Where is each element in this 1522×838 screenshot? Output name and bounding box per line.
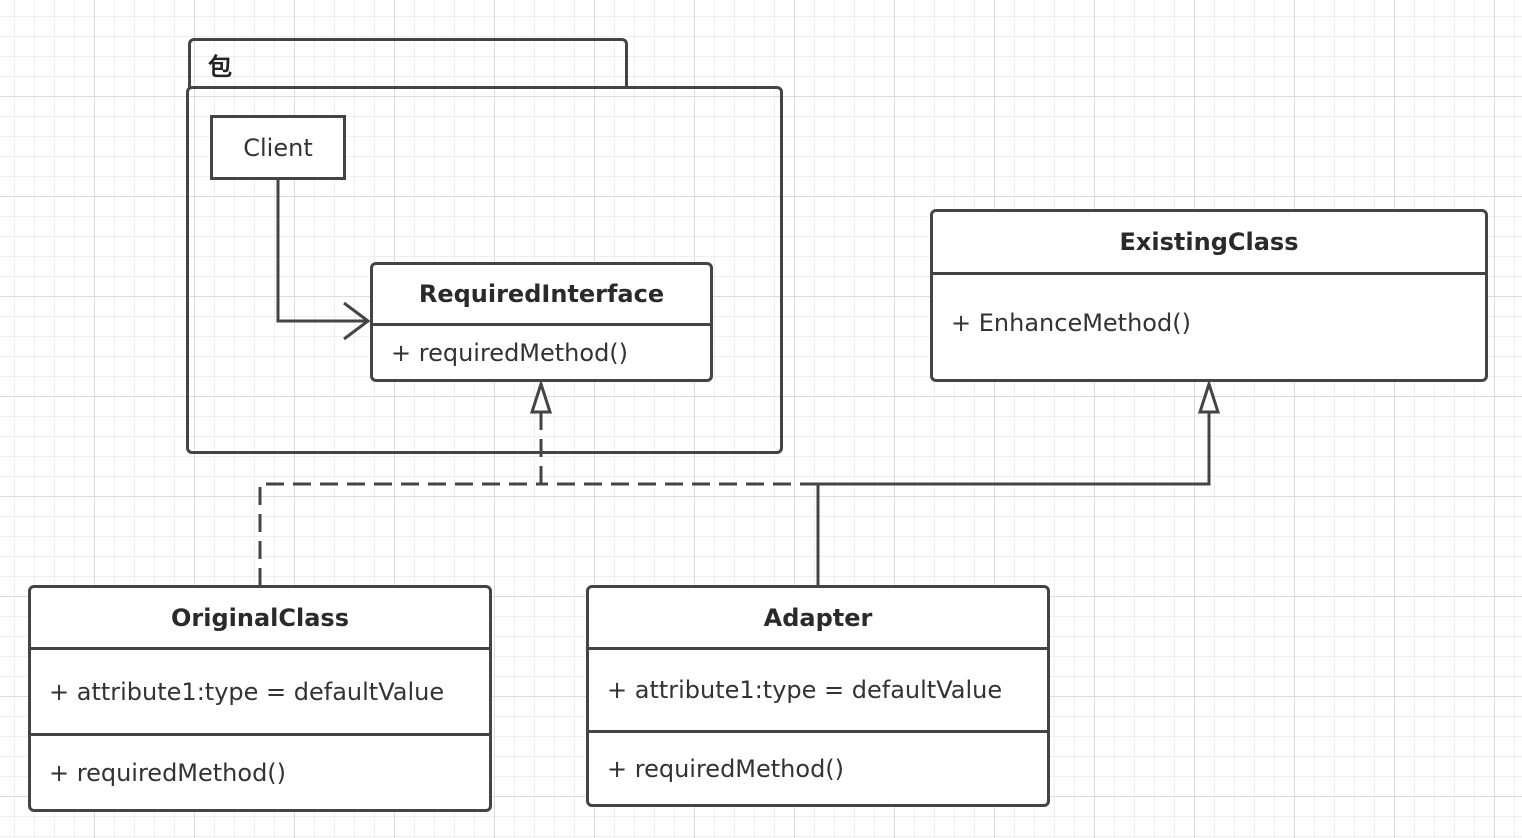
adapter-box[interactable]: Adapter + attribute1:type = defaultValue… bbox=[586, 585, 1050, 807]
package-body bbox=[186, 86, 783, 454]
original-class-name: OriginalClass bbox=[31, 588, 489, 650]
required-interface-box[interactable]: RequiredInterface + requiredMethod() bbox=[370, 262, 713, 382]
existing-class-method: + EnhanceMethod() bbox=[951, 309, 1191, 337]
client-box[interactable]: Client bbox=[210, 115, 346, 180]
adapter-method: + requiredMethod() bbox=[607, 754, 845, 783]
client-association-line bbox=[276, 179, 368, 323]
client-name: Client bbox=[243, 133, 313, 162]
association-arrowhead bbox=[343, 301, 371, 341]
package-label: 包 bbox=[208, 53, 232, 81]
existing-class-name: ExistingClass bbox=[933, 212, 1485, 275]
generalization-arrowhead bbox=[1197, 379, 1221, 414]
realization-arrowhead bbox=[529, 379, 553, 414]
original-realization-line bbox=[258, 482, 541, 586]
existing-class-box[interactable]: ExistingClass + EnhanceMethod() bbox=[930, 209, 1488, 382]
adapter-attribute: + attribute1:type = defaultValue bbox=[589, 650, 1047, 733]
original-class-box[interactable]: OriginalClass + attribute1:type = defaul… bbox=[28, 585, 492, 812]
required-interface-method: + requiredMethod() bbox=[391, 338, 629, 367]
original-class-method: + requiredMethod() bbox=[49, 758, 287, 787]
adapter-name: Adapter bbox=[589, 588, 1047, 650]
generalization-line bbox=[816, 412, 1211, 586]
package-tab bbox=[188, 38, 628, 88]
original-class-attribute: + attribute1:type = defaultValue bbox=[31, 650, 489, 736]
required-interface-name: RequiredInterface bbox=[373, 265, 710, 326]
